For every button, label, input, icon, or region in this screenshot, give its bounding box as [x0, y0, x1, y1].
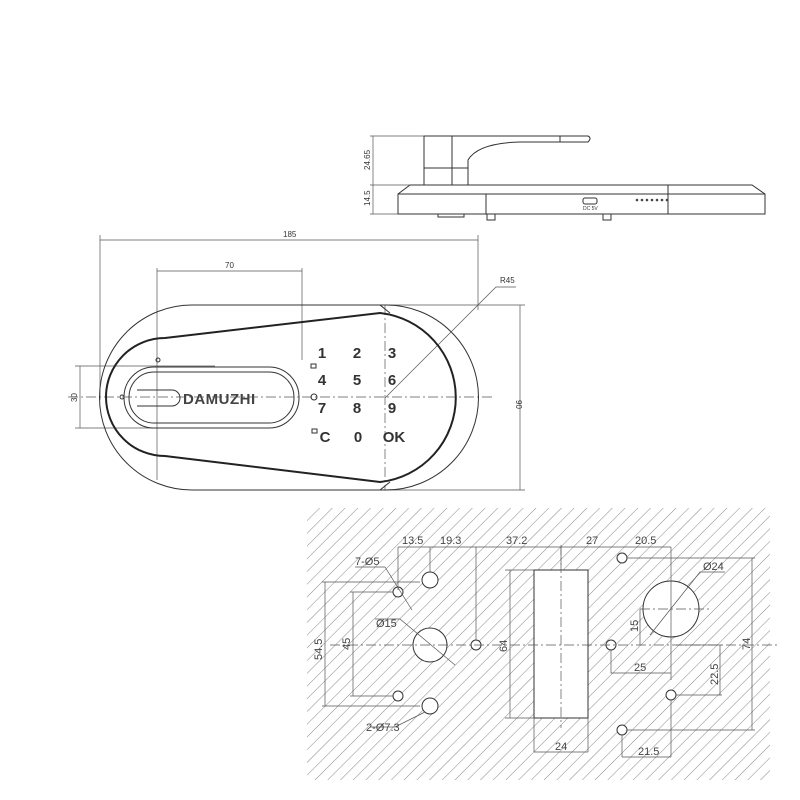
usb-port-icon	[582, 197, 598, 205]
dim-handle-height: 24.65	[363, 149, 372, 170]
key-0[interactable]: 0	[354, 429, 362, 446]
dim-37-2: 37.2	[506, 535, 527, 547]
key-2[interactable]: 2	[353, 345, 361, 362]
dim-74: 74	[741, 638, 753, 650]
front-view: 185 70 R45 90 30 DAMUZHI 1 2 3 4 5 6 7 8…	[68, 230, 525, 491]
dim-21-5: 21.5	[638, 746, 659, 758]
indicator-dots	[635, 198, 669, 202]
dim-15: 15	[629, 620, 641, 632]
keypad: 1 2 3 4 5 6 7 8 9 C 0 OK	[310, 345, 406, 446]
dim-base-height: 14.5	[363, 190, 372, 206]
dim-handle-length: 70	[225, 261, 234, 270]
key-6[interactable]: 6	[388, 372, 396, 389]
lock-base-side	[397, 184, 766, 215]
dim-54-5: 54.5	[313, 639, 325, 660]
dim-24: 24	[555, 741, 567, 753]
key-1[interactable]: 1	[318, 345, 326, 362]
dim-27: 27	[586, 535, 598, 547]
dim-64: 64	[498, 640, 510, 652]
handle-lever	[423, 135, 591, 186]
port-label: DC 5V	[583, 206, 598, 212]
gear-icon	[310, 393, 318, 401]
key-8[interactable]: 8	[353, 400, 361, 417]
side-view: DC 5V 24.65 14.5	[363, 135, 766, 221]
dim-25: 25	[634, 662, 646, 674]
label-center-hole: Ø15	[376, 618, 397, 630]
label-small-holes: 7-Ø5	[355, 556, 379, 568]
dim-20-5: 20.5	[635, 535, 656, 547]
lock-face-panel	[105, 311, 457, 484]
dim-radius: R45	[500, 276, 515, 285]
key-5[interactable]: 5	[353, 372, 361, 389]
dim-45: 45	[341, 638, 353, 650]
key-3[interactable]: 3	[388, 345, 396, 362]
key-4[interactable]: 4	[318, 372, 327, 389]
dim-13-5: 13.5	[402, 535, 423, 547]
label-big-hole: Ø24	[703, 561, 724, 573]
cutout-template: 13.5 19.3 37.2 27 20.5 7-Ø5 Ø24 Ø15 2-Ø7…	[307, 508, 780, 780]
unlock-icon	[310, 363, 317, 369]
latch-tab	[437, 213, 465, 218]
key-7[interactable]: 7	[318, 400, 326, 417]
lock-icon	[311, 428, 318, 434]
label-large-holes: 2-Ø7.3	[366, 722, 400, 734]
brand-logo: DAMUZHI	[183, 391, 256, 408]
dim-height: 90	[514, 400, 523, 409]
dim-19-3: 19.3	[440, 535, 461, 547]
keyhole-slot	[137, 389, 181, 407]
dim-22-5: 22.5	[709, 664, 721, 685]
dim-overall-length: 185	[283, 230, 297, 239]
lock-body-outline	[99, 304, 479, 491]
key-clear[interactable]: C	[320, 429, 331, 446]
key-ok[interactable]: OK	[383, 429, 406, 446]
key-9[interactable]: 9	[388, 400, 396, 417]
